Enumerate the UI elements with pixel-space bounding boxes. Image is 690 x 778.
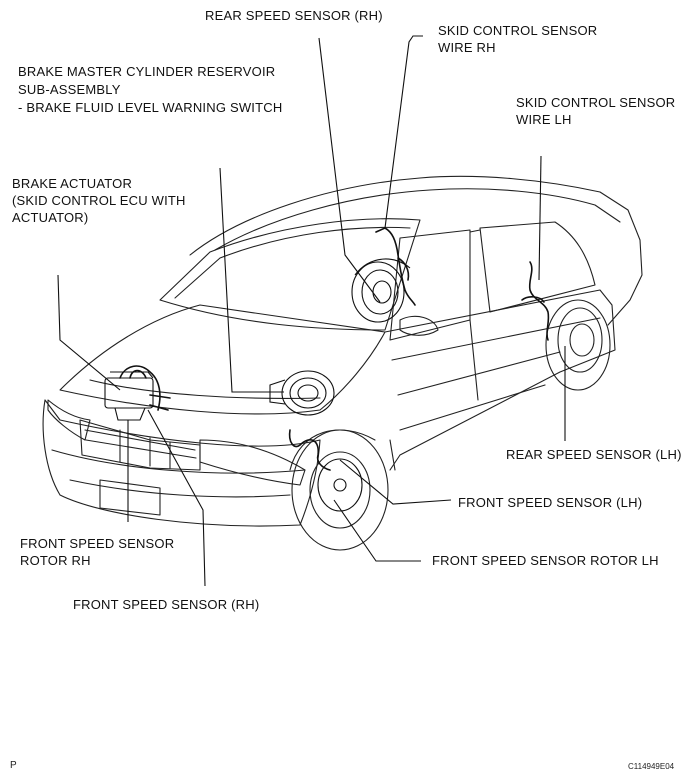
label-line: BRAKE MASTER CYLINDER RESERVOIR [18,64,276,79]
leader-skid-wire-lh [538,155,542,281]
label-skid-control-sensor-wire-lh: SKID CONTROL SENSOR WIRE LH [516,94,675,128]
roof-inner [214,188,621,251]
footer-right-code: C114949E04 [628,762,675,771]
label-line: SKID CONTROL SENSOR [438,23,598,38]
headlight-left [199,439,306,486]
label-line: WIRE RH [438,40,496,55]
front-bumper [42,399,321,527]
front-wheel [291,429,389,551]
leader-front-speed-sensor-rh [147,409,206,587]
label-line: - BRAKE FLUID LEVEL WARNING SWITCH [18,100,283,115]
leader-rear-speed-sensor-rh [318,37,381,303]
label-skid-control-sensor-wire-rh: SKID CONTROL SENSOR WIRE RH [438,22,597,56]
label-line: ROTOR RH [20,553,91,568]
label-line: WIRE LH [516,112,572,127]
front-brake-disc-lh [317,458,363,512]
leader-skid-wire-rh [384,35,423,229]
brake-actuator-block [104,377,154,409]
wire-lh [528,261,550,341]
rear-side-window [479,221,596,313]
label-line: SUB-ASSEMBLY [18,82,121,97]
label-line: FRONT SPEED SENSOR [20,536,175,551]
label-line: ACTUATOR) [12,210,89,225]
label-brake-actuator: BRAKE ACTUATOR (SKID CONTROL ECU WITH AC… [12,175,186,226]
headlight-right [47,399,91,441]
label-rear-speed-sensor-rh: REAR SPEED SENSOR (RH) [205,8,383,23]
leader-front-speed-sensor-lh [339,459,452,505]
label-rear-speed-sensor-lh: REAR SPEED SENSOR (LH) [506,447,682,462]
hood [59,304,386,415]
label-line: (SKID CONTROL ECU WITH [12,193,186,208]
leader-master-cylinder [219,167,284,393]
footer-left-code: P [10,760,17,771]
front-wire-lh [288,429,331,471]
body-side [384,289,616,471]
label-line: SKID CONTROL SENSOR [516,95,676,110]
rear-brake-disc-rh [351,261,405,323]
actuator-pipes [119,365,171,411]
windshield [159,218,421,331]
label-line: BRAKE ACTUATOR [12,176,133,191]
label-brake-master-cylinder: BRAKE MASTER CYLINDER RESERVOIR SUB-ASSE… [18,63,282,117]
roof-outline [189,175,643,326]
label-front-speed-sensor-lh: FRONT SPEED SENSOR (LH) [458,495,643,510]
wire-rh [375,227,416,306]
label-front-speed-sensor-rotor-lh: FRONT SPEED SENSOR ROTOR LH [432,553,659,568]
leader-brake-actuator [57,274,121,391]
label-front-speed-sensor-rotor-rh: FRONT SPEED SENSOR ROTOR RH [20,535,174,569]
rear-wheel [545,299,611,391]
label-front-speed-sensor-rh: FRONT SPEED SENSOR (RH) [73,597,260,612]
brake-booster [281,370,335,416]
leader-rotor-lh [333,499,421,562]
